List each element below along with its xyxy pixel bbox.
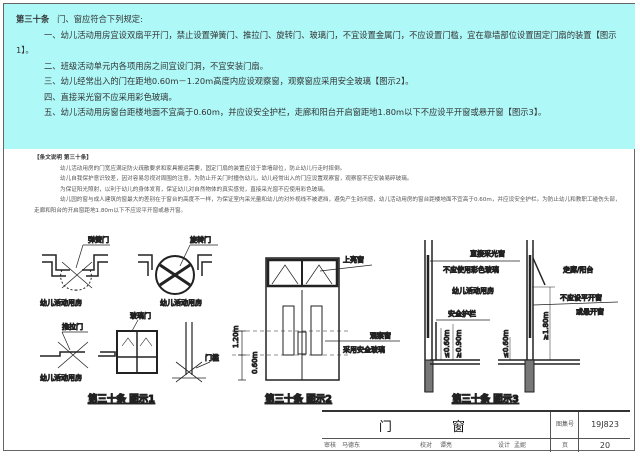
label-room: 幼儿活动用房 (40, 373, 82, 382)
reviewer-name: 马德东 (342, 442, 361, 449)
sheet-title: 门 窗 (378, 420, 494, 435)
figure-1: 弹簧门 旋转门 幼儿活动用房 幼儿活动用房 推拉门 幼儿活动用房 玻璃门 门槛 … (40, 235, 220, 406)
figure-2-caption: 第三十条 图示2 (265, 393, 332, 405)
check-label: 校对 (420, 442, 433, 449)
atlas-number: 19J823 (578, 412, 631, 438)
figure-2: 1.20m 0.60m 上亮窗 观察窗 采用安全玻璃 第三十条 图示2 (232, 255, 400, 406)
review-label: 审核 (324, 442, 337, 449)
design-label: 设计 (498, 442, 511, 449)
label-no-color-glass: 不应使用彩色玻璃 (443, 265, 499, 274)
page-number: 20 (578, 439, 631, 452)
rule-item: 一、幼儿活动用房宜设双扇平开门，禁止设置弹簧门、推拉门、旋转门、玻璃门，不宜设置… (16, 29, 617, 56)
atlas-label: 图集号 (550, 412, 579, 438)
label-revolving-door: 旋转门 (190, 235, 211, 244)
figure-3-caption: 第三十条 图示3 (452, 393, 519, 405)
label-no-casement: 不应设平开窗 (560, 293, 602, 302)
rule-item: 五、幼儿活动用房窗台距楼地面不宜高于0.60m，并应设安全护栏，走廊和阳台开启窗… (44, 107, 547, 117)
explanation-paragraph: 幼儿活动用房的门宽应满足防火疏散要求和家具搬运需要，固定门扇的装置应设于靠墙部位… (60, 165, 346, 172)
label-spring-door: 弹簧门 (88, 235, 109, 244)
dim-sill-2: ≤0.60m (502, 330, 510, 358)
page-frame (3, 3, 635, 451)
label-corridor: 走廊/阳台 (563, 265, 593, 274)
dim-railing: ≥0.90m (455, 330, 463, 358)
dim-1-20m: 1.20m (232, 325, 240, 348)
explanation-heading: 【条文说明 第三十条】 (34, 155, 92, 161)
label-room: 幼儿活动用房 (452, 286, 494, 295)
explanation: 【条文说明 第三十条】 幼儿活动用房的门宽应满足防火疏散要求和家具搬运需要，固定… (34, 153, 624, 216)
dim-1-80m: ≥1.80m (542, 312, 550, 340)
title-block: 门 窗 图集号 19J823 审核 马德东 校对 谭亮 设计 孟妮 页 20 (322, 410, 630, 453)
label-threshold: 门槛 (205, 353, 219, 362)
label-transom: 上亮窗 (343, 255, 364, 264)
rule-heading: 第三十条 (16, 14, 50, 24)
rule-item: 二、班级活动单元内各项用房之间宜设门洞，不宜安装门扇。 (44, 60, 269, 71)
checker-name: 谭亮 (440, 442, 453, 449)
dim-0-60m: 0.60m (251, 351, 259, 374)
explanation-paragraph: 为保证阳光照射，以利于幼儿的身体发育，保证幼儿对自然物体的真实感觉，直接采光窗不… (60, 186, 329, 193)
rule-article-30: 第三十条 门、窗应符合下列规定: 一、幼儿活动用房宜设双扇平开门，禁止设置弹簧门… (4, 4, 635, 149)
dim-window-sill: ≤0.60m (443, 330, 451, 358)
figure-3: ≤0.60m ≥0.90m 直接采光窗 不应使用彩色玻璃 幼儿活动用房 安全护栏… (424, 240, 619, 406)
label-observation-window: 观察窗 (370, 331, 391, 340)
label-railing: 安全护栏 (448, 309, 476, 318)
label-glass-door: 玻璃门 (130, 311, 151, 320)
label-safety-glass: 采用安全玻璃 (343, 345, 385, 354)
designer-name: 孟妮 (514, 442, 527, 449)
explanation-paragraph: 幼儿园的窗与成人建筑的窗最大的差别在于窗台的高度不一样，为保证室内采光量和幼儿的… (34, 197, 621, 214)
label-room: 幼儿活动用房 (40, 298, 82, 307)
explanation-paragraph: 幼儿自我保护意识较差，因对容易忽视对周围的注意，为防止开关门时撞伤幼儿，幼儿经常… (60, 176, 413, 182)
rule-intro: 门、窗应符合下列规定: (57, 14, 143, 24)
rule-item: 四、直接采光窗不应采用彩色玻璃。 (44, 91, 177, 102)
figure-1-caption: 第三十条 图示1 (88, 393, 155, 405)
label-direct-window: 直接采光窗 (470, 249, 505, 258)
label-room: 幼儿活动用房 (160, 298, 202, 307)
label-or-hopper: 或悬开窗 (576, 307, 604, 316)
rule-item: 三、幼儿经常出入的门在距地0.60m－1.20m高度内应设观察窗，观察窗应采用安… (44, 76, 414, 86)
page-label: 页 (550, 439, 579, 452)
label-sliding-door: 推拉门 (62, 322, 83, 331)
